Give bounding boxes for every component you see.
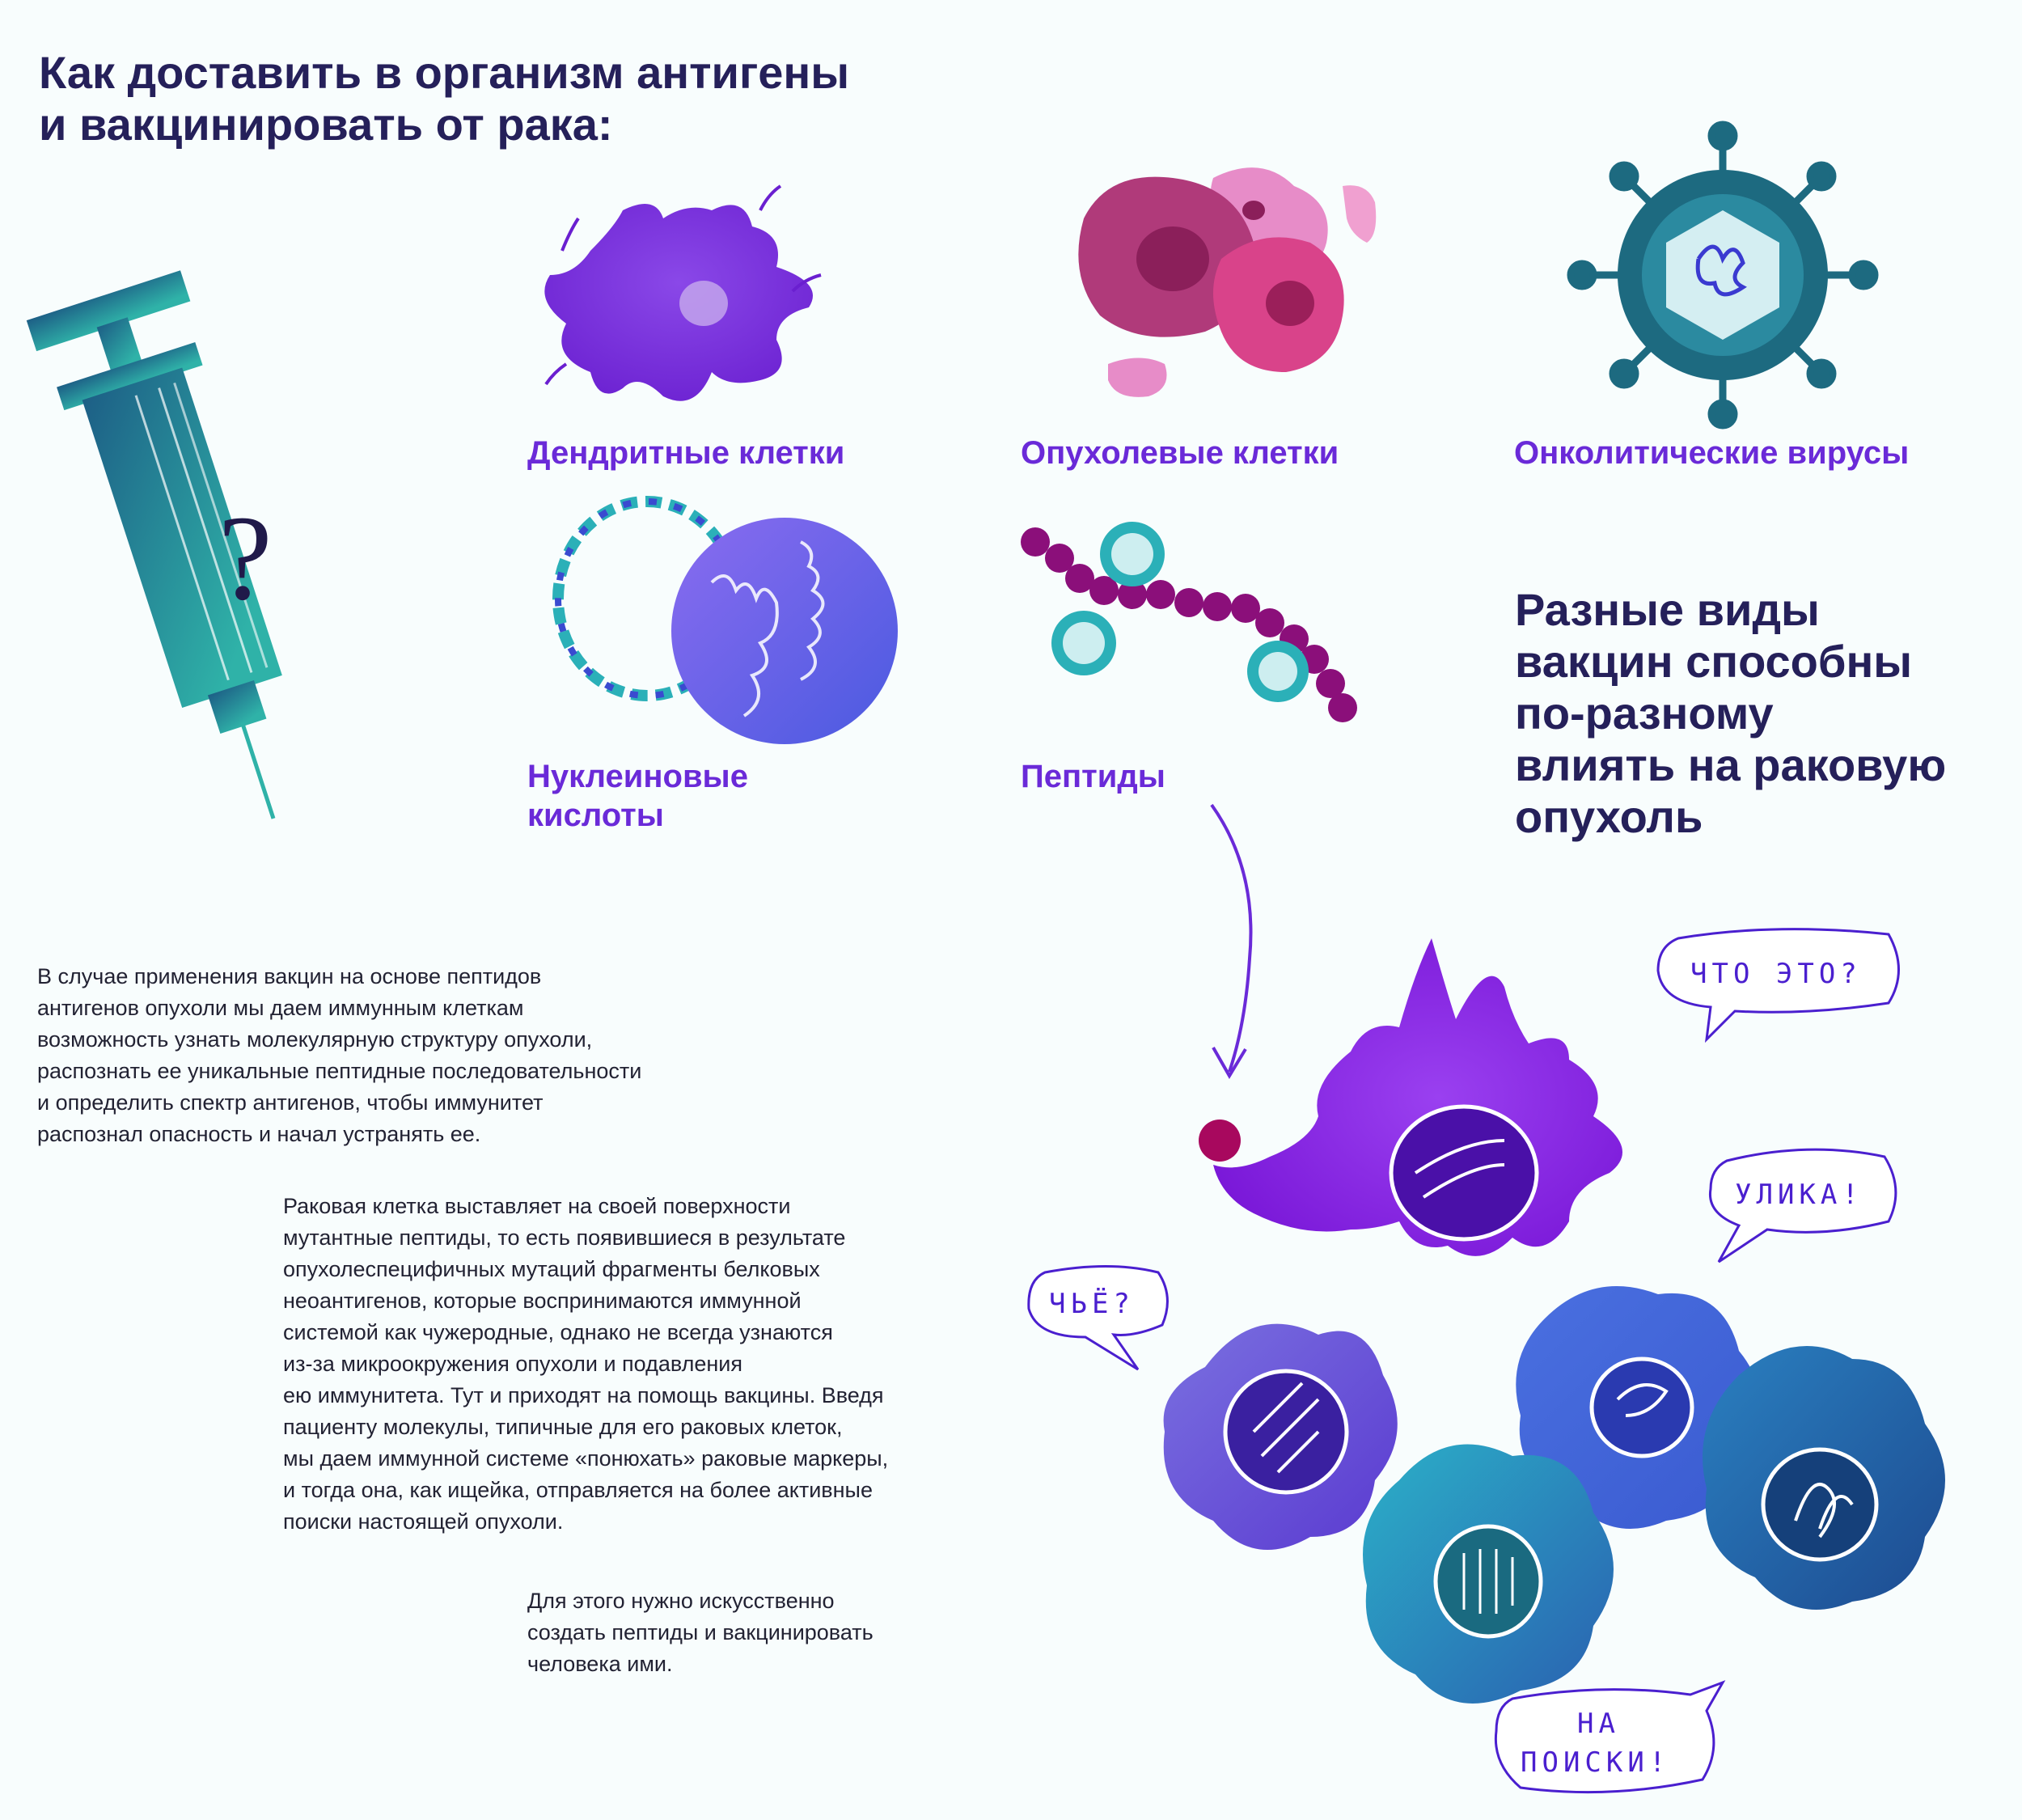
dendritic-cell-icon (544, 184, 822, 401)
label-dendritic-cells: Дендритные клетки (527, 435, 845, 471)
label-oncolytic-viruses: Онколитические вирусы (1514, 435, 1910, 471)
speech-text-search-2: ПОИСКИ! (1521, 1746, 1670, 1779)
large-dendritic-cell (1199, 938, 1622, 1256)
paragraph-cancer-cell: Раковая клетка выставляет на своей повер… (283, 1194, 889, 1534)
syringe-illustration: ? (26, 270, 282, 819)
label-tumor-cells: Опухолевые клетки (1021, 435, 1339, 471)
label-peptides: Пептиды (1021, 759, 1165, 794)
speech-bubble-evidence: УЛИКА! (1708, 1148, 1897, 1263)
oncolytic-virus-icon (1567, 121, 1879, 430)
speech-text-search-1: НА (1577, 1708, 1620, 1740)
paragraph-artificial-peptides: Для этого нужно искусственно создать пеп… (527, 1589, 874, 1676)
peptides-icon (1021, 522, 1357, 722)
page-title: Как доставить в организм антигены и вакц… (39, 47, 850, 150)
nucleic-acids-icon (552, 496, 898, 744)
syringe-question-mark: ? (218, 491, 273, 625)
speech-text-evidence: УЛИКА! (1735, 1179, 1863, 1211)
tumor-cells-icon (1078, 167, 1377, 397)
speech-text-whose: ЧЬЁ? (1049, 1288, 1135, 1320)
speech-bubble-whose: ЧЬЁ? (1027, 1265, 1169, 1371)
paragraph-peptide-vaccines: В случае применения вакцин на основе пеп… (37, 964, 642, 1146)
side-heading: Разные виды вакцин способны по-разному в… (1515, 584, 1947, 842)
tumor-cells-cluster (1163, 1286, 1945, 1704)
arrow-down-icon (1210, 803, 1253, 1079)
speech-bubble-search: НА ПОИСКИ! (1494, 1680, 1726, 1794)
label-nucleic-acids: Нуклеиновые кислоты (527, 759, 748, 833)
speech-text-what: ЧТО ЭТО? (1690, 958, 1862, 990)
speech-bubble-what: ЧТО ЭТО? (1656, 928, 1900, 1043)
